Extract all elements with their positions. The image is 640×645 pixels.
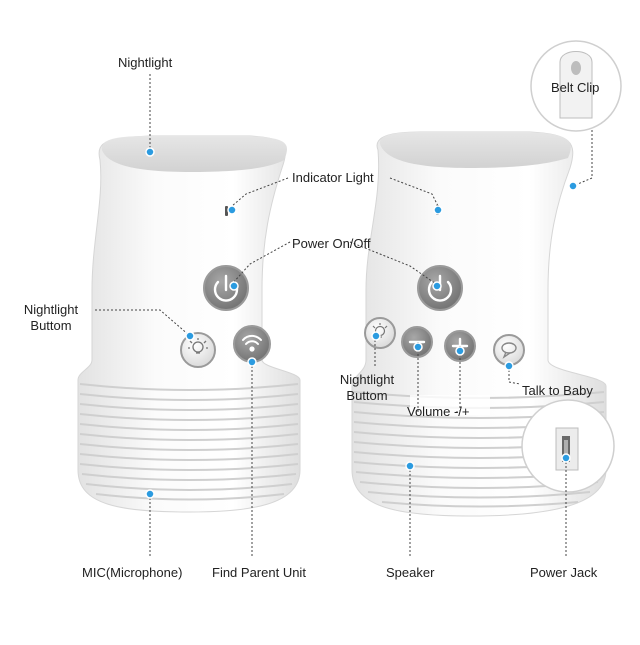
callout-dot	[145, 489, 155, 499]
callout-dot	[504, 361, 514, 371]
callout-dot	[145, 147, 155, 157]
callout-dot	[227, 205, 237, 215]
baby-unit	[77, 135, 301, 513]
speaker-grille-ridges	[79, 383, 299, 501]
label-mic: MIC(Microphone)	[82, 565, 183, 580]
find-parent-button[interactable]	[233, 325, 271, 363]
callout-dot	[561, 453, 571, 463]
callout-dot	[185, 331, 195, 341]
callout-dot	[433, 205, 443, 215]
leader-talk	[508, 366, 521, 385]
leader-power-left	[231, 241, 291, 285]
callout-dots	[145, 147, 578, 499]
parent-unit	[351, 131, 615, 517]
lightbulb-icon	[188, 338, 208, 354]
callout-dot	[432, 281, 442, 291]
label-line: Buttom	[30, 318, 72, 333]
leader-volume	[417, 342, 461, 413]
belt-clip-inset	[530, 40, 622, 132]
leader-lines	[95, 74, 593, 558]
baby-unit-body	[77, 135, 301, 513]
callout-dot	[455, 346, 465, 356]
label-line: Nightlight	[339, 372, 395, 387]
nightlight-button-right[interactable]	[364, 317, 396, 349]
leader-belt-clip	[572, 130, 593, 187]
label-speaker: Speaker	[386, 565, 435, 580]
talk-button[interactable]	[493, 334, 525, 366]
label-indicator-light: Indicator Light	[292, 170, 374, 185]
label-nightlight-button-left: Nightlight Buttom	[14, 302, 88, 334]
nightlight-dome	[101, 136, 287, 172]
label-line: Buttom	[346, 388, 388, 403]
callout-dot	[371, 331, 381, 341]
label-nightlight: Nightlight	[118, 55, 173, 70]
nightlight-button[interactable]	[180, 332, 216, 368]
label-volume: Volume -/+	[407, 404, 470, 419]
leader-indicator-light-right	[389, 177, 439, 207]
callout-dot	[405, 461, 415, 471]
leader-power-right	[349, 241, 437, 285]
indicator-light	[225, 206, 228, 216]
label-power-jack: Power Jack	[530, 565, 598, 580]
label-power-on-off: Power On/Off	[292, 236, 371, 251]
label-talk-to-baby: Talk to Baby	[522, 383, 593, 398]
parent-unit-top	[379, 132, 571, 168]
label-line: Nightlight	[23, 302, 79, 317]
speaker-grille-slot	[410, 395, 490, 415]
callout-dot	[247, 357, 257, 367]
leader-indicator-light	[231, 177, 289, 207]
callout-dot	[413, 342, 423, 352]
label-belt-clip: Belt Clip	[551, 80, 600, 95]
power-jack-inset	[521, 399, 615, 493]
signal-icon	[242, 334, 262, 352]
label-find-parent-unit: Find Parent Unit	[212, 565, 306, 580]
callout-dot	[568, 181, 578, 191]
label-nightlight-button-right: Nightlight Buttom	[336, 372, 398, 404]
leader-nightlight-button-left	[95, 309, 191, 337]
callout-dot	[229, 281, 239, 291]
speech-bubble-icon	[501, 342, 517, 359]
